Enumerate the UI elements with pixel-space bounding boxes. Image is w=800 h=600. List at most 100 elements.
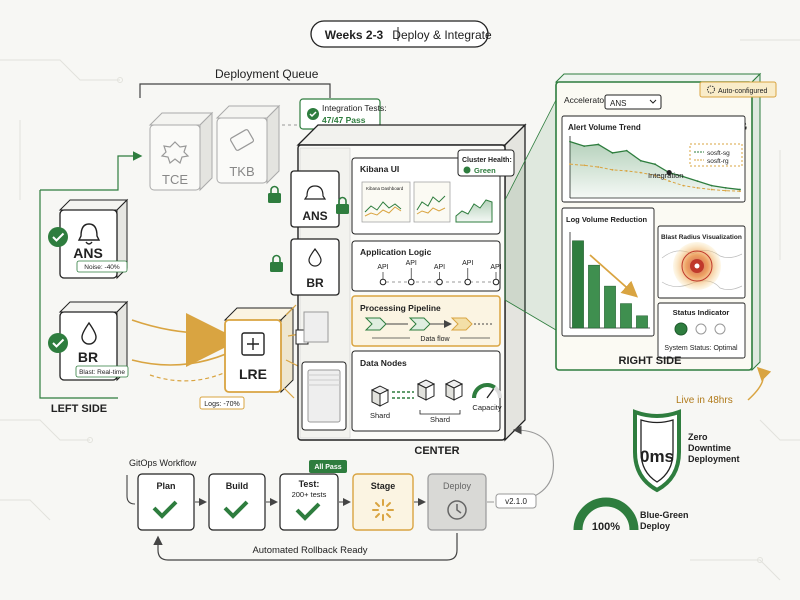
bar (588, 264, 600, 329)
trend-annotation: Integration (648, 171, 683, 180)
left-br-label: BR (78, 349, 98, 365)
status-indicator-panel: Status Indicator System Status: Optimal (657, 302, 746, 359)
api-node (436, 278, 443, 286)
stage-build-label: Build (226, 481, 249, 491)
trend-legend-2: sosft-rg (707, 158, 729, 165)
live-label: Live in 48hrs (676, 395, 733, 406)
bar (572, 240, 584, 329)
spinner-icon (372, 499, 394, 521)
downtime-value: 0ms (640, 447, 674, 466)
trend-point (569, 140, 571, 143)
api-label: API (490, 264, 501, 271)
trend-point (739, 188, 741, 191)
stage-build[interactable]: Build (208, 473, 266, 531)
version-tag: v2.1.0 (505, 497, 527, 506)
trend-point (654, 163, 656, 166)
pipeline-flow: Data flow (420, 336, 450, 343)
trend-integration-marker (666, 170, 672, 176)
stage-plan[interactable]: Plan (137, 473, 195, 531)
trend-point (583, 164, 586, 167)
droplet-icon (81, 321, 97, 345)
queue-item-tce-label: TCE (162, 172, 188, 187)
right-side-label: RIGHT SIDE (619, 355, 682, 367)
bg-label-2: Deploy (640, 521, 670, 531)
queue-item-tce: TCE (148, 111, 214, 192)
trend-point (654, 174, 656, 177)
gear-badge-icon (707, 85, 715, 94)
return-arrow (512, 425, 554, 501)
queue-item-tkb-label: TKB (229, 164, 254, 179)
right-side: Accelerator ANS Auto-configured Alert Vo… (504, 72, 777, 406)
api-label: API (406, 260, 417, 267)
left-side-label: LEFT SIDE (51, 403, 107, 415)
lre-label: LRE (239, 366, 267, 382)
api-node (379, 278, 387, 286)
stage-test-sub: 200+ tests (292, 490, 327, 499)
left-br-check (48, 333, 68, 353)
center-module-br: BR (290, 238, 340, 296)
left-ans-label: ANS (73, 245, 103, 261)
api-node (464, 278, 472, 286)
header-weeks: Weeks 2-3 (325, 28, 384, 42)
left-module-br: BR Blast: Real-time (58, 300, 129, 382)
integration-value: 47/47 Pass (322, 115, 366, 125)
bar (636, 315, 648, 329)
trend-title: Alert Volume Trend (568, 123, 641, 132)
app-logic-title: Application Logic (360, 247, 432, 257)
stage-test[interactable]: Test: 200+ tests All Pass (279, 460, 347, 531)
left-br-note: Blast: Real-time (79, 369, 125, 376)
status-text: System Status: Optimal (664, 345, 738, 352)
trend-point (668, 180, 671, 182)
bg-label-1: Blue-Green (640, 510, 689, 520)
accelerator-value: ANS (610, 99, 626, 108)
stage-deploy[interactable]: Deploy (427, 473, 487, 531)
trend-point (583, 145, 586, 148)
header-phase: Deploy & Integrate (392, 28, 492, 42)
check-icon (152, 500, 178, 519)
check-icon (295, 502, 321, 521)
alert-trend-panel: Alert Volume Trend Integration sosft-sg … (561, 115, 746, 203)
ticket-icon (229, 129, 255, 151)
queue-item-tkb: TKB (215, 104, 281, 185)
data-nodes-title: Data Nodes (360, 358, 407, 368)
stage-stage[interactable]: Stage (352, 473, 414, 531)
capacity-label: Capacity (472, 403, 501, 412)
center-module-ans: ANS (290, 170, 340, 228)
stage-test-label: Test: (299, 479, 320, 489)
cluster-health-card: Cluster Health: Green (457, 149, 515, 177)
left-module-ans: ANS Noise: -40% (58, 198, 129, 280)
trend-area (570, 141, 740, 198)
trend-point (682, 175, 685, 178)
pipeline-panel: Processing Pipeline Data flow (351, 295, 501, 347)
rollback-label: Automated Rollback Ready (252, 545, 367, 556)
trend-point (696, 180, 699, 182)
left-ans-check (48, 227, 68, 247)
trend-point (569, 163, 571, 166)
header-pill: Weeks 2-3 Deploy & Integrate (310, 20, 492, 48)
api-label: API (462, 260, 473, 267)
downtime-label-2: Downtime (688, 443, 731, 453)
trend-point (724, 186, 727, 189)
kibana-mini-title: Kibana Dashboard (366, 186, 404, 191)
left-side: ANS Noise: -40% BR Blast: Real-time LEFT… (39, 186, 250, 415)
trend-point (597, 166, 600, 168)
trend-legend-1: sosft-sg (707, 150, 730, 157)
trend-point (611, 168, 614, 171)
clock-icon (447, 500, 467, 520)
blue-green-metric: 100% Blue-Green Deploy (573, 497, 689, 533)
gitops-workflow: GitOps Workflow Plan Build Test: 200+ te… (126, 458, 537, 561)
center-ans-label: ANS (302, 209, 327, 223)
trend-point (724, 189, 727, 192)
status-title: Status Indicator (673, 308, 730, 317)
pipeline-title: Processing Pipeline (360, 303, 441, 313)
alert-icon (160, 141, 190, 165)
capacity-gauge (472, 383, 502, 399)
stage-stage-label: Stage (371, 481, 396, 491)
log-reduction-title: Log Volume Reduction (566, 215, 648, 224)
accelerator-select[interactable]: ANS (604, 94, 662, 110)
gitops-title: GitOps Workflow (129, 458, 197, 468)
data-nodes-panel: Data Nodes Shard Shard Capacity (351, 350, 502, 432)
